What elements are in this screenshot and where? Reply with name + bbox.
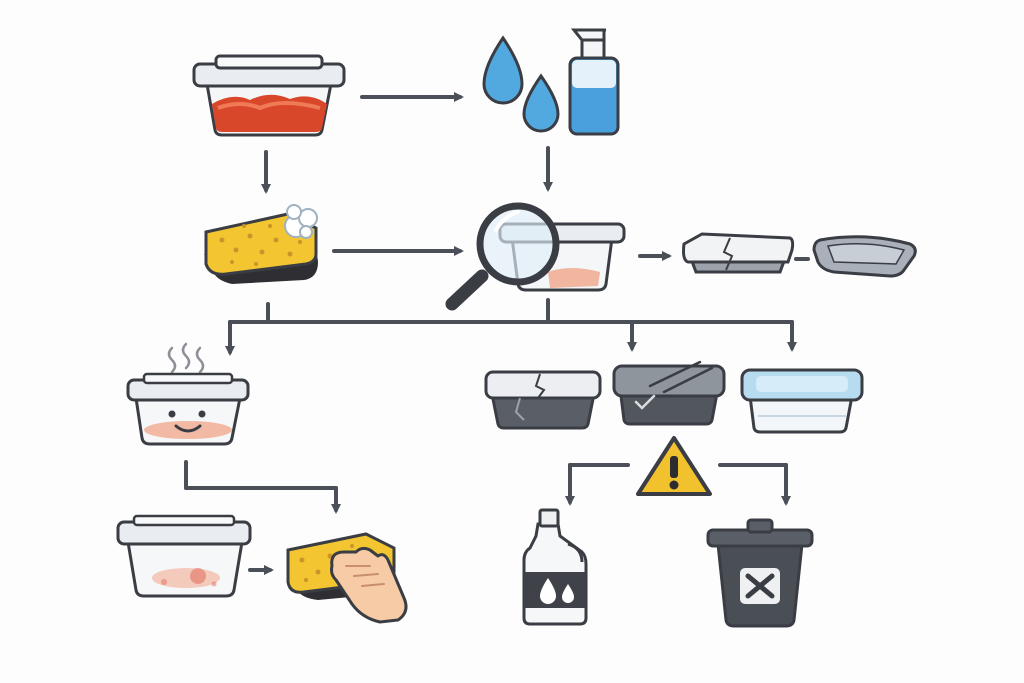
blue-lid-container-icon — [740, 368, 864, 434]
steaming-happy-container-icon — [126, 342, 250, 446]
bleach-bottle-icon — [522, 508, 588, 626]
trash-bin-x-icon — [706, 518, 814, 628]
magnifying-glass-container-icon — [445, 202, 626, 311]
scratched-container-icon — [612, 360, 726, 426]
cracked-container-icon — [682, 232, 795, 274]
warning-triangle-icon — [636, 436, 712, 496]
flow-arrows — [184, 92, 810, 575]
warped-tray-icon — [812, 235, 917, 278]
water-drops-and-soap-bottle-icon — [482, 28, 620, 136]
faded-stain-container-icon — [116, 514, 252, 598]
tomato-sauce-container-icon — [192, 54, 346, 137]
cracked-dark-container-icon — [484, 370, 602, 430]
hand-scrubbing-sponge-icon — [286, 532, 408, 624]
soapy-sponge-icon — [204, 204, 318, 284]
